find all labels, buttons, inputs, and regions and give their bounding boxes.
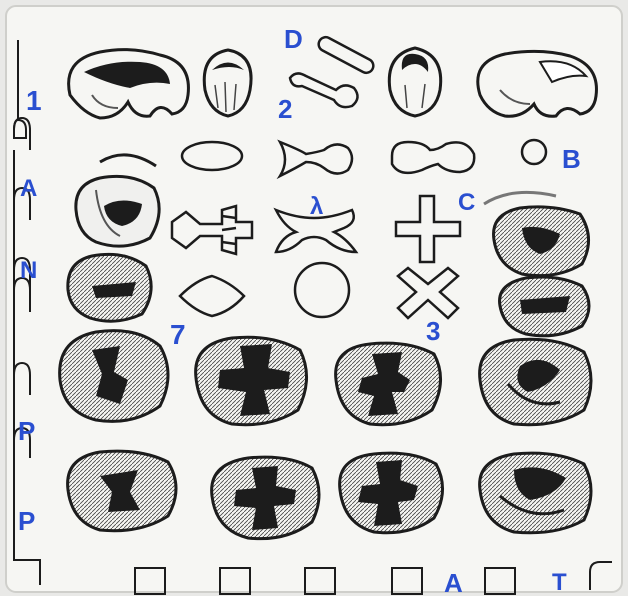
molar-mid-left-2	[212, 457, 319, 539]
side-label-P1: P	[18, 416, 35, 446]
molar-mid-left-1	[196, 337, 307, 425]
side-label-A: A	[20, 175, 37, 202]
incisor-crown-top	[204, 50, 251, 116]
bottom-label-A: A	[444, 568, 463, 596]
molar-right-2	[480, 453, 591, 533]
bottom-label-T: T	[552, 569, 567, 596]
molar-right-1	[480, 339, 591, 425]
label-3: 3	[426, 316, 440, 346]
premolar-right-2	[500, 277, 589, 336]
label-D: D	[284, 24, 303, 54]
premolar-left-2	[68, 254, 151, 321]
molar-mid-right-1	[336, 343, 441, 425]
molar-crown-top-right	[478, 51, 597, 116]
molar-left-2	[68, 451, 176, 531]
molar-mid-right-2	[340, 453, 443, 533]
side-label-P2: P	[18, 506, 35, 536]
label-7: 7	[170, 319, 186, 350]
side-label-N: N	[20, 257, 37, 284]
label-1: 1	[26, 85, 42, 116]
canine-crown-top	[389, 48, 440, 116]
label-B: B	[562, 144, 581, 174]
label-lambda: λ	[310, 193, 323, 220]
label-2: 2	[278, 94, 292, 124]
label-C: C	[458, 189, 475, 216]
molar-left-1	[60, 331, 168, 422]
